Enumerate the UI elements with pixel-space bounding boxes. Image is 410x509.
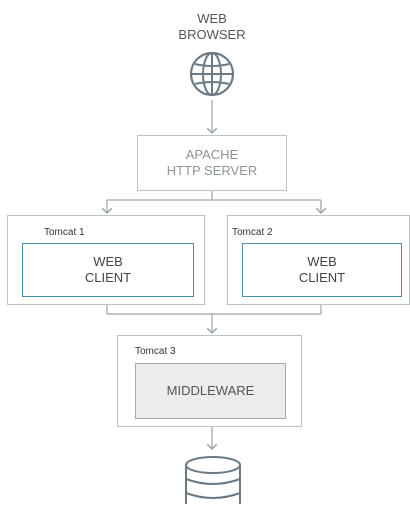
tomcat-3-title: Tomcat 3 <box>135 346 176 357</box>
tomcat-2-title: Tomcat 2 <box>232 227 273 238</box>
tomcat-1-title: Tomcat 1 <box>44 227 85 238</box>
browser-label: WEB BROWSER <box>178 11 246 42</box>
tomcat-2-box: Tomcat 2 WEB CLIENT <box>227 215 410 305</box>
tomcat-1-box: Tomcat 1 WEB CLIENT <box>7 215 205 305</box>
apache-label: APACHE HTTP SERVER <box>166 147 258 178</box>
tomcat-3-box: Tomcat 3 MIDDLEWARE <box>117 335 302 427</box>
tomcat-2-web-client-box: WEB CLIENT <box>242 243 402 297</box>
tomcat-1-web-client-box: WEB CLIENT <box>22 243 194 297</box>
apache-server-box: APACHE HTTP SERVER <box>137 135 287 191</box>
globe-icon <box>188 50 236 98</box>
tomcat-2-web-client-label: WEB CLIENT <box>298 254 346 285</box>
middleware-label: MIDDLEWARE <box>166 383 255 398</box>
middleware-box: MIDDLEWARE <box>135 363 286 419</box>
database-icon <box>183 455 243 504</box>
tomcat-1-web-client-label: WEB CLIENT <box>84 254 132 285</box>
